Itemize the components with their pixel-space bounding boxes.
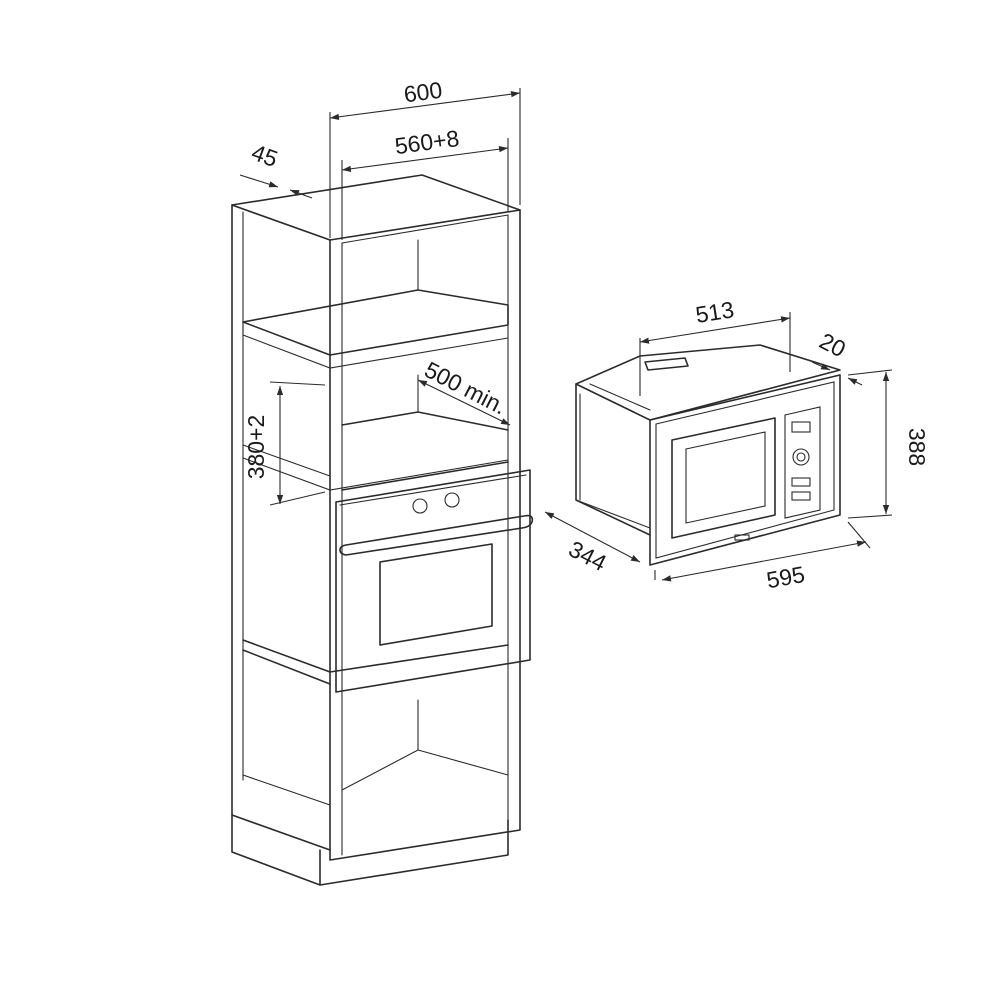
- dim-microwave-top-width: 513: [639, 296, 791, 396]
- label-600: 600: [402, 77, 443, 108]
- label-380-2: 380+2: [243, 415, 269, 480]
- built-in-oven: [335, 469, 534, 693]
- label-595: 595: [764, 561, 806, 593]
- label-20: 20: [815, 327, 850, 362]
- label-560-8: 560+8: [393, 125, 460, 159]
- dim-niche-height: 380+2: [243, 381, 326, 506]
- label-388: 388: [904, 428, 930, 466]
- dim-cabinet-width: 600: [329, 77, 521, 238]
- cabinet-plinth: [231, 814, 509, 886]
- built-in-microwave: [575, 344, 841, 566]
- dim-microwave-height: 388: [847, 369, 930, 519]
- microwave-front-frame: [649, 374, 841, 566]
- label-344: 344: [565, 536, 611, 577]
- cabinet-left-side: [231, 204, 331, 851]
- dim-niche-width: 560+8: [341, 125, 509, 240]
- dim-microwave-depth: 344: [544, 511, 641, 577]
- label-45: 45: [248, 139, 281, 172]
- dim-panel-thickness: 45: [231, 139, 331, 241]
- label-513: 513: [694, 296, 736, 328]
- tall-cabinet: [231, 174, 534, 886]
- dim-microwave-front-width: 595: [654, 521, 871, 593]
- upper-shelf: [242, 289, 509, 356]
- lower-shelf: [242, 639, 509, 685]
- cabinet-front-frame: [329, 209, 521, 861]
